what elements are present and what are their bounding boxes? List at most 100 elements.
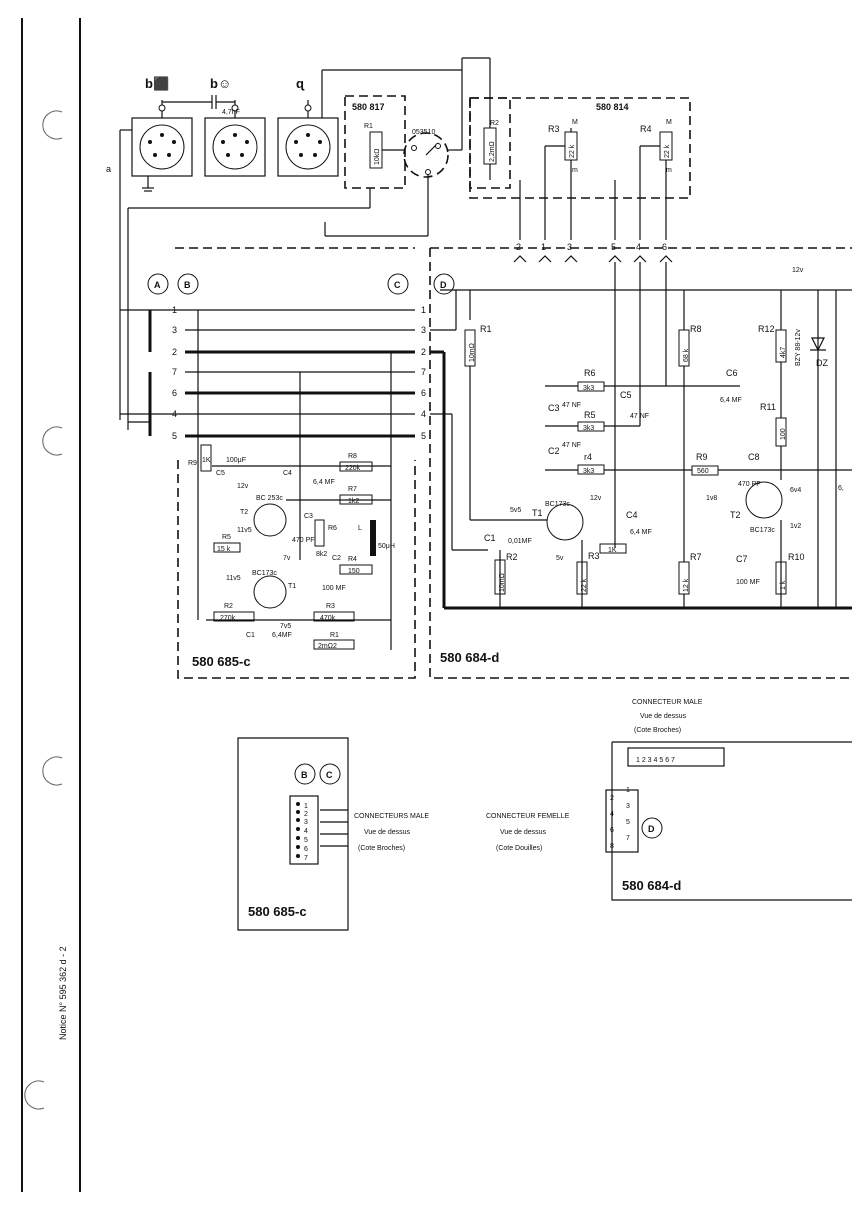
selector-switch [403, 132, 449, 178]
d-volt: 12v [792, 267, 804, 274]
letter-c: C [394, 280, 401, 290]
d-label: 12 k [683, 578, 690, 592]
d-pin: 3 [626, 803, 630, 810]
d-label: 68 k [683, 348, 690, 362]
pot-r2-name: R2 [490, 120, 499, 127]
male-pins: 1 2 3 4 5 6 7 [636, 757, 675, 764]
bc-pin: 5 [304, 837, 308, 844]
d-label: BC173c [750, 527, 775, 534]
tape-icon: b⬛ [145, 76, 169, 91]
c-label: 8k2 [316, 551, 327, 558]
pot-r3-value: 22 k [569, 144, 576, 158]
c-label: C2 [332, 555, 341, 562]
board-d-labels: R1 10mΩ R8 68 k R12 4k7 BZY 88-12v DZ R6… [440, 267, 844, 665]
c-label: R9 [188, 460, 197, 467]
bottom-board-c-name: 580 685-c [248, 904, 307, 919]
d-label: 100 [780, 428, 787, 440]
d-pin: 1 [626, 787, 630, 794]
cap-label: 4,7nF [222, 109, 240, 116]
d-pin: 2 [610, 795, 614, 802]
letter-b: B [184, 280, 191, 290]
d-label: C7 [736, 554, 748, 564]
pot-r2-value: 2,2mΩ [489, 141, 496, 162]
bc-pin: 1 [304, 803, 308, 810]
d-label: C4 [626, 510, 638, 520]
pin-label: 2 [516, 242, 521, 252]
c-label: BC173c [252, 570, 277, 577]
d-label: R12 [758, 324, 775, 334]
pot-r3-name: R3 [548, 124, 560, 134]
letter-d: D [440, 280, 447, 290]
bus-right-3: 3 [421, 325, 426, 335]
c-label: 6,4MF [272, 632, 292, 639]
c-label: T1 [288, 583, 296, 590]
bus-right-4: 4 [421, 409, 426, 419]
d-label: 470 PF [738, 481, 761, 488]
male-sub2: (Cote Broches) [634, 727, 681, 734]
selector-label: 053510 [412, 129, 435, 136]
d-label: 47 NF [562, 402, 581, 409]
board-d-components [464, 262, 852, 608]
board-d-name: 580 684-d [440, 650, 499, 665]
label-a-lower: a [106, 164, 111, 174]
d-label: 10mΩ [499, 573, 506, 592]
bc-pin: 4 [304, 828, 308, 835]
bus-left-3: 3 [172, 325, 177, 335]
bottom-connector-views: B C 1 2 3 4 5 6 7 CONNECTEURS MALE Vue d… [237, 699, 852, 931]
bus-labels-right: 1 3 2 7 6 4 5 [421, 305, 426, 441]
d-volt: 6v4 [790, 487, 801, 494]
c-volt: 12v [237, 483, 249, 490]
f-sub2: (Cote Douilles) [496, 845, 542, 852]
c-label: C1 [246, 632, 255, 639]
bus-right-2: 2 [421, 347, 426, 357]
bottom-letter-d: D [648, 824, 655, 834]
bus-left-7: 7 [172, 367, 177, 377]
c-label: R7 [348, 486, 357, 493]
d-label: R1 [480, 324, 492, 334]
board-c-name: 580 685-c [192, 654, 251, 669]
bottom-letter-c: C [326, 770, 333, 780]
f-title: CONNECTEUR FEMELLE [486, 813, 570, 820]
d-label: R7 [690, 552, 702, 562]
punch-hole [24, 1080, 45, 1110]
c-label: R6 [328, 525, 337, 532]
module-580-817 [344, 95, 406, 189]
d-label: T1 [532, 508, 543, 518]
d-label: 1 k [780, 580, 787, 590]
c-title: CONNECTEURS MALE [354, 813, 429, 820]
pin-label: 5 [611, 242, 616, 252]
pin-row: 2 1 3 5 4 6 [513, 242, 673, 263]
d-volt: 1v8 [706, 495, 717, 502]
output-icon: ɋ [296, 76, 305, 91]
bus-lines [120, 289, 852, 620]
d-label: R2 [506, 552, 518, 562]
bus-right-6: 6 [421, 388, 426, 398]
board-d-outline [429, 248, 852, 679]
d-label: C5 [620, 390, 632, 400]
d-label: 3k3 [583, 468, 594, 475]
c-volt: 11v5 [237, 527, 252, 534]
c-label: C5 [216, 470, 225, 477]
module-label-580-817: 580 817 [352, 102, 385, 112]
d-label: DZ [816, 358, 828, 368]
bus-left-2: 2 [172, 347, 177, 357]
pin-label: 6 [662, 242, 667, 252]
bus-left-6: 6 [172, 388, 177, 398]
c-label: 470k [320, 615, 336, 622]
d-label: 4k7 [780, 347, 787, 358]
d-pin: 8 [610, 843, 614, 850]
c-volt: 11v5 [226, 575, 241, 582]
board-c-labels: R9 1K C5 100μF C4 6,4 MF R8 220k R7 1k2 … [188, 453, 395, 669]
d-label: 100 MF [736, 579, 760, 586]
d-label: R3 [588, 551, 600, 561]
d-label: C3 [548, 403, 560, 413]
male-sub1: Vue de dessus [640, 713, 687, 720]
c-label: R2 [224, 603, 233, 610]
d-label: 6,4 MF [630, 529, 652, 536]
d-label: 22 k [581, 578, 588, 592]
d-volt: 5v [556, 555, 564, 562]
c-sub1: Vue de dessus [364, 829, 411, 836]
board-c-components [200, 352, 392, 650]
bus-left-4: 4 [172, 409, 177, 419]
c-label: 100 MF [322, 585, 346, 592]
